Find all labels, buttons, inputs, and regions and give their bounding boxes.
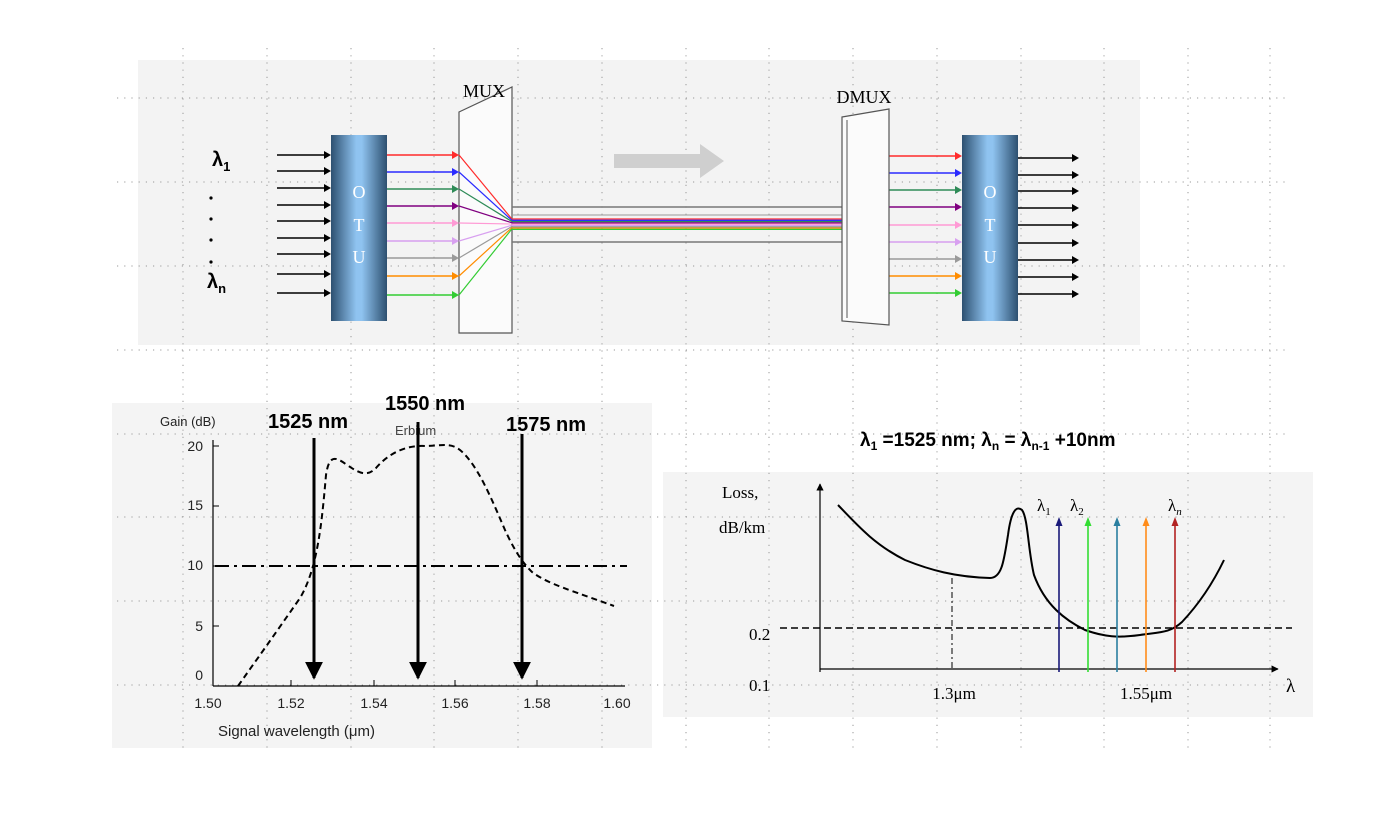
gain-chart: Gain (dB) 0 5 10 15 20 1.50 1.52 1.54 1.…: [160, 393, 631, 740]
loss-lambda-1-label: λ1: [1037, 496, 1051, 518]
dotted-grid: [117, 48, 1285, 750]
mux-label: MUX: [463, 81, 505, 101]
dmux-block: DMUX: [836, 87, 892, 326]
fiber-bundle: [512, 206, 842, 243]
gain-chart-panel: [112, 403, 652, 748]
otu-left-letter-o: O: [353, 182, 366, 202]
marker-1575-label: 1575 nm: [506, 414, 586, 436]
loss-lambda-2-label: λ2: [1070, 496, 1084, 518]
channel-spacing-formula: λ1 =1525 nm; λn = λn-1 +10nm: [860, 430, 1115, 453]
loss-y-label-line1: Loss,: [722, 483, 758, 502]
gain-y-ticks: 0 5 10 15 20: [187, 438, 203, 683]
marker-1525-label: 1525 nm: [268, 411, 348, 433]
direction-arrow: [614, 144, 724, 178]
gain-y-tick-0: 0: [195, 667, 203, 683]
erbium-label: Erbium: [395, 423, 436, 438]
gain-x-tick-1-60: 1.60: [603, 695, 630, 711]
otu-left-letter-t: T: [354, 215, 365, 235]
gain-x-tick-1-58: 1.58: [523, 695, 550, 711]
otu-right-letter-u: U: [984, 247, 997, 267]
otu-left: O T U: [331, 135, 387, 321]
gain-x-ticks: 1.50 1.52 1.54 1.56 1.58 1.60: [194, 695, 630, 711]
fiber-loss-curve: [837, 504, 1225, 638]
gain-y-tick-5: 5: [195, 618, 203, 634]
dmux-label: DMUX: [836, 87, 891, 107]
gain-x-tick-1-54: 1.54: [360, 695, 387, 711]
marker-1550-label: 1550 nm: [385, 393, 465, 415]
lambda-1-label: λ1: [212, 149, 230, 174]
input-arrows: [277, 151, 331, 297]
ellipsis-dots: [209, 196, 213, 264]
gain-y-tick-15: 15: [187, 497, 203, 513]
loss-x-tick-1-55um: 1.55μm: [1120, 684, 1172, 703]
output-arrows: [1018, 154, 1079, 298]
erbium-gain-curve: [237, 444, 615, 687]
loss-y-tick-0-2: 0.2: [749, 625, 770, 644]
wavelength-arrows: [1055, 517, 1179, 672]
otu-right-letter-o: O: [984, 182, 997, 202]
gain-x-tick-1-56: 1.56: [441, 695, 468, 711]
otu-left-letter-u: U: [353, 247, 366, 267]
gain-y-tick-20: 20: [187, 438, 203, 454]
otu-right: O T U: [962, 135, 1018, 321]
loss-x-axis-symbol: λ: [1286, 676, 1296, 697]
gain-y-axis-label: Gain (dB): [160, 414, 216, 429]
lambda-n-label: λn: [207, 271, 226, 296]
loss-chart: Loss, dB/km 0.2 0.1 1.3μm 1.55μm λ λ1 λ2…: [719, 483, 1296, 703]
loss-lambda-n-label: λn: [1168, 496, 1182, 518]
wavelength-markers: [305, 422, 531, 680]
gain-x-tick-1-50: 1.50: [194, 695, 221, 711]
wdm-diagram: λ1 λn O T U MUX DMUX: [207, 81, 1079, 334]
otu-right-letter-t: T: [985, 215, 996, 235]
gain-x-tick-1-52: 1.52: [277, 695, 304, 711]
loss-y-label-line2: dB/km: [719, 518, 765, 537]
loss-y-tick-0-1: 0.1: [749, 676, 770, 695]
mux-block: MUX: [458, 81, 513, 334]
gain-y-tick-10: 10: [187, 557, 203, 573]
gain-x-axis-label: Signal wavelength (μm): [218, 723, 375, 740]
loss-x-tick-1-3um: 1.3μm: [932, 684, 976, 703]
